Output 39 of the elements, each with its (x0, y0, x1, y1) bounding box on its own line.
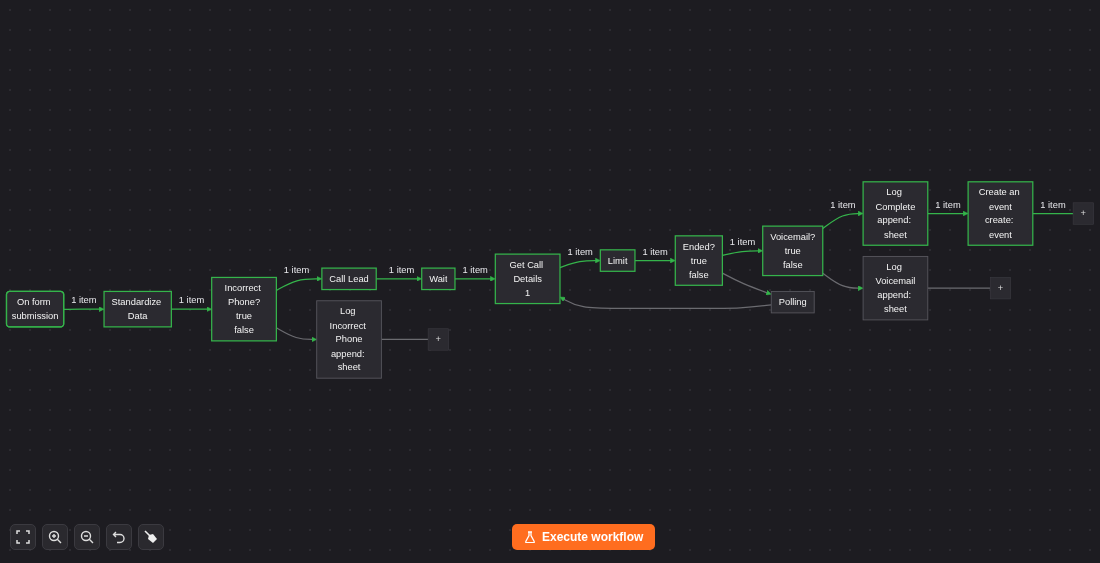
connector (927, 287, 991, 289)
node-box: + (989, 277, 1011, 300)
edge-label: 1 item (567, 245, 593, 257)
node-box: Log Voicemail append: sheet (862, 255, 929, 321)
edge-label: 1 item (1040, 198, 1066, 210)
connector (1032, 212, 1074, 215)
node-box: Log Complete append: sheet (862, 181, 929, 246)
arrow (454, 276, 496, 282)
node-box: Log Incorrect Phone append: sheet (316, 300, 382, 379)
node-box: Voicemail? true false (762, 225, 824, 277)
arrow (559, 296, 772, 309)
arrow (634, 257, 676, 264)
node-box: Call Lead (321, 267, 377, 291)
node-box: Limit (599, 249, 636, 272)
node-box: Get Call Details 1 (494, 253, 561, 305)
edge-label: 1 item (71, 294, 97, 306)
arrow (559, 257, 601, 269)
arrow (822, 210, 864, 230)
node-box: Polling (770, 290, 815, 314)
edge-label: 1 item (729, 236, 756, 247)
edge-label: 1 item (283, 264, 310, 275)
edge-label: 1 item (178, 294, 205, 306)
node-box: Create an event create: event (967, 181, 1034, 246)
arrow (63, 306, 105, 312)
edge-label: 1 item (462, 264, 488, 275)
arrow (927, 210, 969, 217)
node-box: + (427, 328, 449, 351)
arrow (822, 272, 864, 291)
node-box: Wait (421, 267, 456, 291)
edge-label: 1 item (388, 264, 415, 275)
execute-workflow-button: Execute workflow (512, 524, 656, 550)
connector (380, 338, 429, 341)
node-box: Standardize Data (103, 290, 172, 328)
node-box: + (1072, 202, 1094, 225)
edge-label: 1 item (935, 198, 961, 210)
edge-label: 1 item (642, 245, 668, 257)
edge-label: 1 item (830, 198, 856, 210)
node-box: Ended? true false (674, 235, 723, 286)
node-box: Incorrect Phone? true false (211, 276, 277, 342)
